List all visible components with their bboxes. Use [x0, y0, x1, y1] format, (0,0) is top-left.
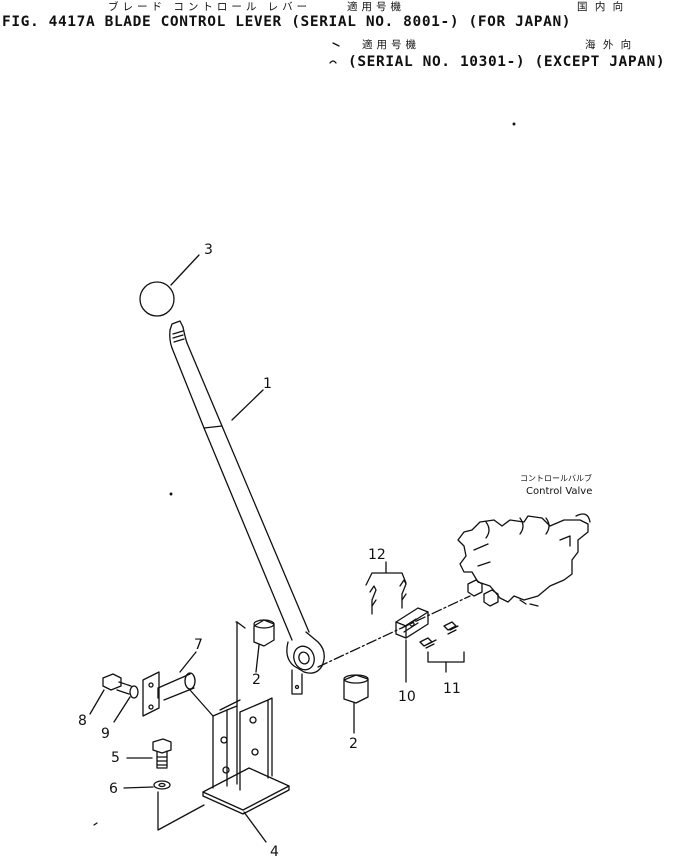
figure-title-line-2: (SERIAL NO. 10301-) (EXCEPT JAPAN) — [348, 54, 666, 70]
callout-11: 11 — [443, 681, 461, 697]
scan-dot-3 — [94, 823, 97, 825]
lever — [170, 321, 325, 694]
washer-9 — [114, 686, 138, 722]
bushing-lower — [344, 675, 368, 733]
clevis-pins — [420, 622, 464, 672]
header-marks — [330, 43, 339, 63]
callout-9: 9 — [101, 726, 110, 742]
callout-1: 1 — [263, 376, 272, 392]
callout-2-lower: 2 — [349, 736, 358, 752]
scan-dot-2 — [170, 493, 172, 495]
bracket — [203, 622, 289, 842]
jp-subtitle-blade-control-lever: ブレード コントロール レバー — [108, 1, 312, 13]
jp-region-domestic: 国 内 向 — [577, 1, 626, 13]
callout-10: 10 — [398, 689, 416, 705]
callout-6: 6 — [109, 781, 118, 797]
callout-7: 7 — [194, 637, 203, 653]
bolt-5 — [127, 739, 171, 768]
callout-2-upper: 2 — [252, 672, 261, 688]
bushing-upper — [254, 620, 274, 672]
control-valve-label-en: Control Valve — [526, 486, 593, 497]
pin — [143, 652, 213, 716]
jp-region-overseas: 海 外 向 — [585, 39, 634, 51]
control-valve — [458, 514, 590, 606]
callout-5: 5 — [111, 750, 120, 766]
cotter-pins — [366, 562, 406, 614]
callout-4: 4 — [270, 844, 279, 860]
jp-applicable-serial-1: 適用号機 — [347, 1, 405, 13]
scan-dot — [513, 123, 515, 125]
figure-title-line-1: FIG. 4417A BLADE CONTROL LEVER (SERIAL N… — [2, 14, 572, 30]
clevis — [396, 608, 428, 682]
bolt-8 — [90, 674, 131, 714]
washer-6 — [124, 781, 170, 789]
callout-8: 8 — [78, 713, 87, 729]
knob — [140, 255, 199, 316]
jp-applicable-serial-2: 適用号機 — [362, 39, 420, 51]
control-valve-label-jp: コントロールバルブ — [520, 474, 592, 483]
callout-12: 12 — [368, 547, 386, 563]
callout-3: 3 — [204, 242, 213, 258]
